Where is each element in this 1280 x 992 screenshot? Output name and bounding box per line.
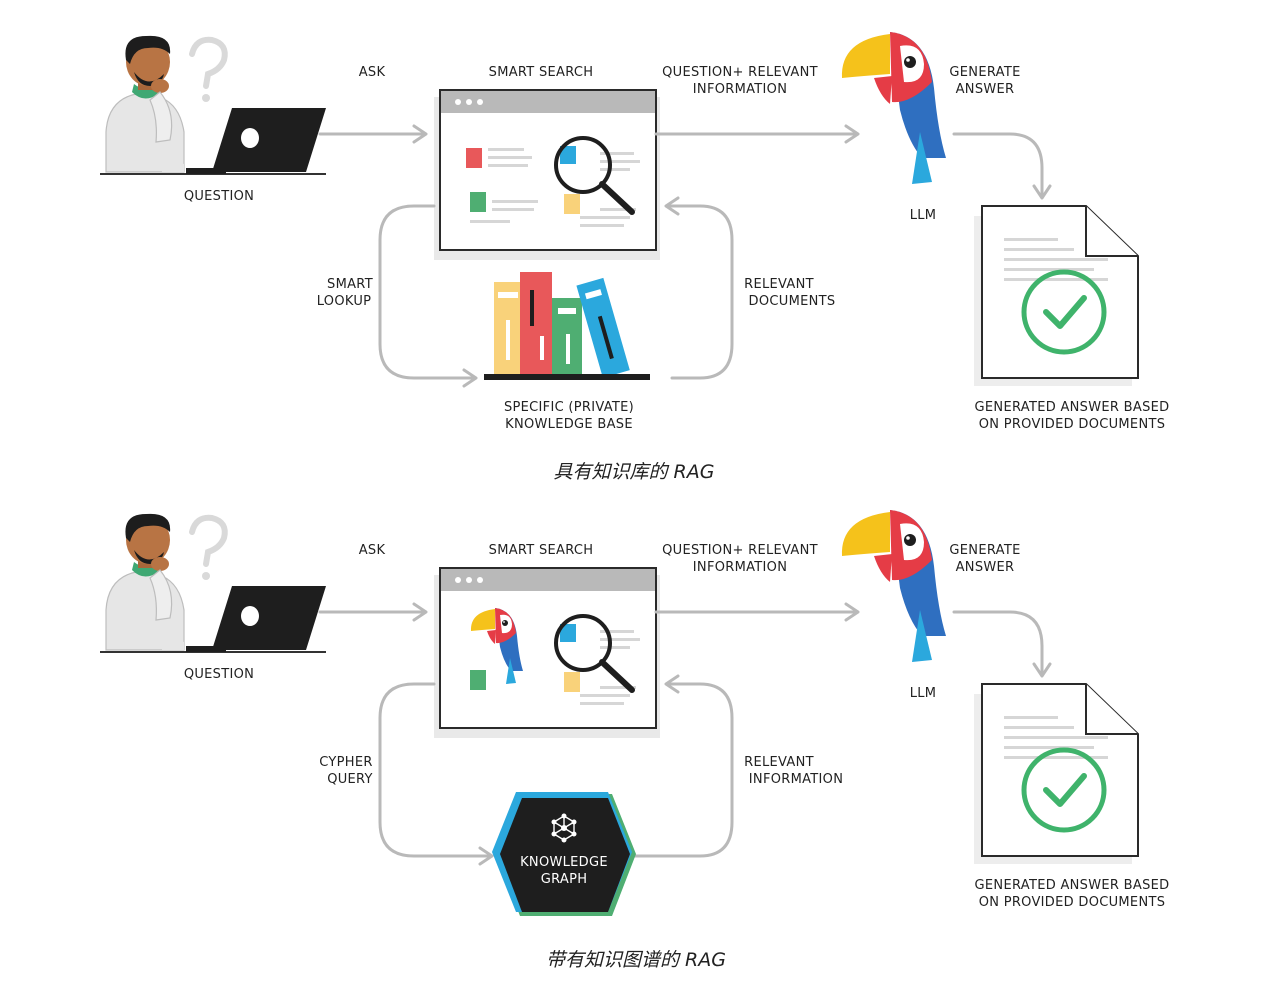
qri-label-line1: QUESTION+ RELEVANT — [662, 543, 818, 558]
panel-bottom: QUESTION ASK SMART SEARCH QUESTION+ RELE… — [100, 510, 1169, 971]
source-label-line2: KNOWLEDGE BASE — [505, 417, 633, 432]
left-label-line2: LOOKUP — [317, 294, 372, 309]
question-label: QUESTION — [184, 189, 254, 204]
right-label-line1: RELEVANT — [744, 277, 814, 292]
person-icon — [100, 36, 326, 174]
caption-top: 具有知识库的 RAG — [554, 461, 715, 483]
question-label: QUESTION — [184, 667, 254, 682]
ask-arrow — [318, 602, 428, 622]
smart-search-label: SMART SEARCH — [489, 543, 594, 558]
right-label-line2: INFORMATION — [749, 772, 843, 787]
generate-label-line1: GENERATE — [949, 65, 1020, 80]
ask-arrow — [318, 124, 428, 144]
right-label-line2: DOCUMENTS — [749, 294, 836, 309]
to-llm-arrow — [654, 124, 860, 144]
llm-label: LLM — [910, 208, 937, 223]
llm-parrot — [841, 32, 946, 184]
qri-label-line2: INFORMATION — [693, 82, 787, 97]
answer-label-line1: GENERATED ANSWER BASED — [975, 878, 1170, 893]
kg-label-line2: GRAPH — [541, 872, 588, 887]
left-label-line2: QUERY — [327, 772, 373, 787]
generate-label-line2: ANSWER — [956, 82, 1015, 97]
generate-arrow — [952, 610, 1052, 678]
right-label-line1: RELEVANT — [744, 755, 814, 770]
left-loop-arrow — [378, 204, 478, 388]
person-icon — [100, 514, 326, 652]
generate-label-line2: ANSWER — [956, 560, 1015, 575]
answer-label-line2: ON PROVIDED DOCUMENTS — [979, 895, 1166, 910]
browser-window-icon — [434, 90, 660, 260]
ask-label: ASK — [359, 65, 386, 80]
graph-network-icon — [551, 813, 577, 843]
answer-label-line1: GENERATED ANSWER BASED — [975, 400, 1170, 415]
panel-top: QUESTION ASK SMART SEARCH QUESTION+ RELE… — [100, 32, 1169, 483]
left-label-line1: SMART — [327, 277, 373, 292]
left-loop-arrow — [378, 682, 494, 866]
right-loop-arrow — [664, 196, 734, 380]
generate-label-line1: GENERATE — [949, 543, 1020, 558]
answer-document — [974, 206, 1138, 386]
answer-document — [974, 684, 1138, 864]
answer-label-line2: ON PROVIDED DOCUMENTS — [979, 417, 1166, 432]
left-label-line1: CYPHER — [319, 755, 372, 770]
llm-label: LLM — [910, 686, 937, 701]
smart-search-label: SMART SEARCH — [489, 65, 594, 80]
ask-label: ASK — [359, 543, 386, 558]
books-icon — [484, 272, 650, 380]
browser-window-icon — [434, 568, 660, 738]
caption-bottom: 带有知识图谱的 RAG — [546, 949, 726, 971]
source-label-line1: SPECIFIC (PRIVATE) — [504, 400, 634, 415]
qri-label-line2: INFORMATION — [693, 560, 787, 575]
llm-parrot — [841, 510, 946, 662]
knowledge-graph-hexagon: KNOWLEDGE GRAPH — [492, 792, 636, 916]
kg-label-line1: KNOWLEDGE — [520, 855, 608, 870]
right-loop-arrow — [632, 674, 734, 858]
generate-arrow — [952, 132, 1052, 200]
to-llm-arrow — [654, 602, 860, 622]
qri-label-line1: QUESTION+ RELEVANT — [662, 65, 818, 80]
